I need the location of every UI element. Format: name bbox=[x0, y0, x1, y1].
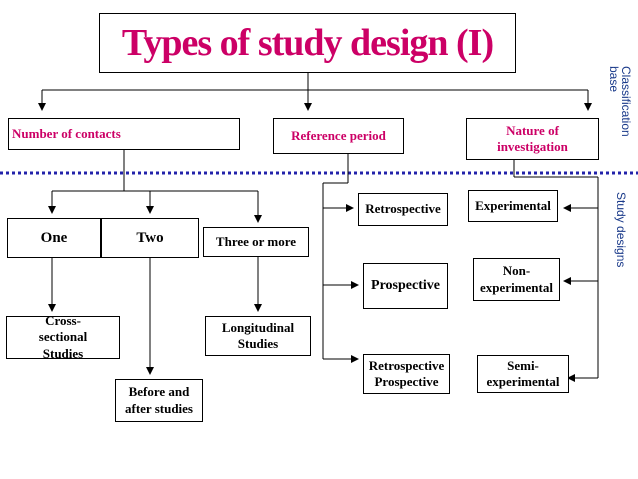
non-experimental-box: Non-experimental bbox=[473, 258, 560, 301]
study-designs-label: Study designs bbox=[614, 192, 628, 268]
prospective-box: Prospective bbox=[363, 263, 448, 309]
number-of-contacts-box: Number of contacts bbox=[8, 118, 240, 150]
nature-of-investigation-box: Nature of investigation bbox=[466, 118, 599, 160]
cross-sectional-box: Cross-sectional Studies bbox=[6, 313, 120, 361]
page-title: Types of study design (I) bbox=[121, 22, 494, 64]
title-box: Types of study design (I) bbox=[99, 13, 516, 73]
two-box: Two bbox=[101, 218, 199, 258]
experimental-box: Experimental bbox=[468, 190, 558, 222]
before-after-box: Before and after studies bbox=[115, 379, 203, 422]
semi-experimental-box: Semi-experimental bbox=[477, 355, 569, 393]
retro-prospective-box: Retrospective Prospective bbox=[363, 354, 450, 394]
classification-base-label: Classification base bbox=[607, 66, 633, 137]
one-box: One bbox=[7, 218, 101, 258]
longitudinal-box: Longitudinal Studies bbox=[205, 316, 311, 356]
three-or-more-box: Three or more bbox=[203, 227, 309, 257]
reference-period-box: Reference period bbox=[273, 118, 404, 154]
retrospective-box: Retrospective bbox=[358, 193, 448, 226]
